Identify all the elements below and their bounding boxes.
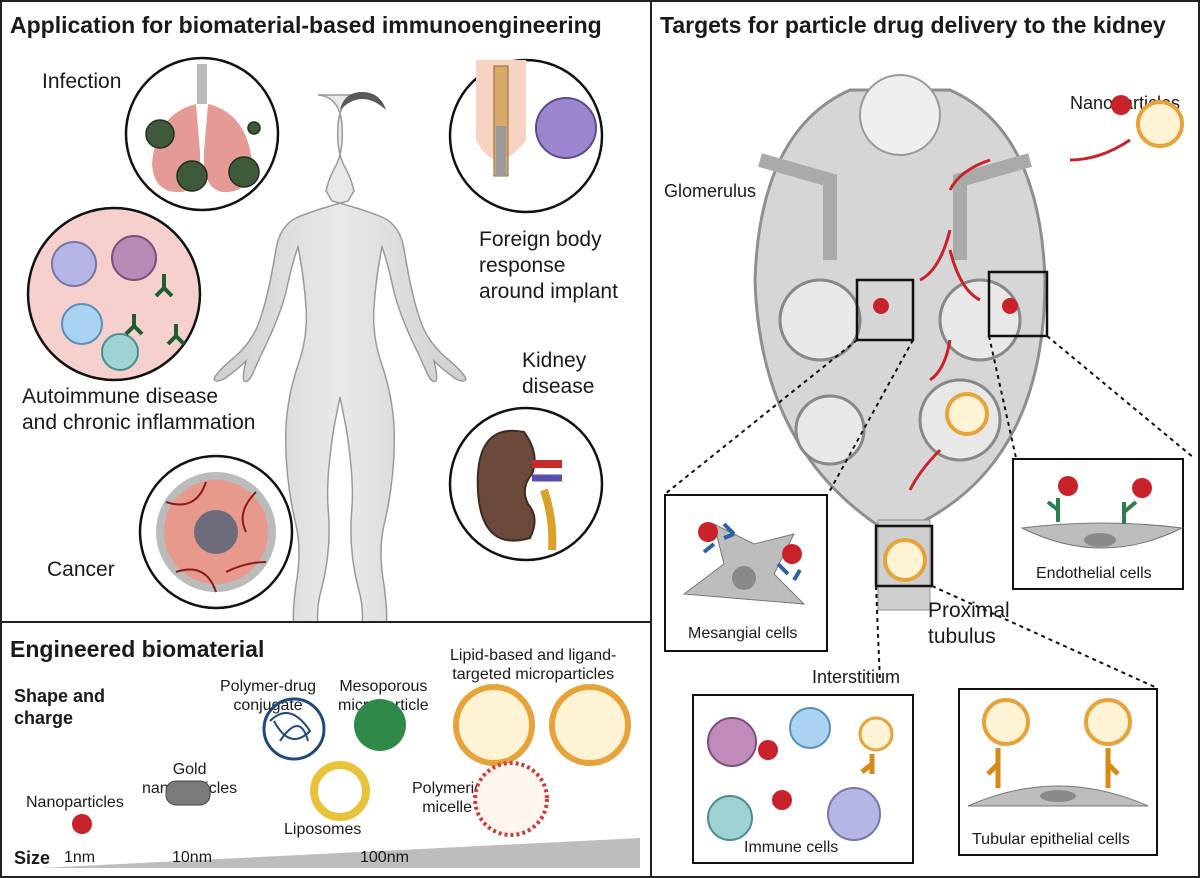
autoimmune-label: Autoimmune disease and chronic inflammat… xyxy=(22,385,256,434)
cancer-illustration xyxy=(138,454,294,610)
size-tick-100nm: 100nm xyxy=(360,849,409,866)
immune-cells-label: Immune cells xyxy=(744,839,839,856)
tubular-epithelial-label: Tubular epithelial cells xyxy=(972,831,1130,848)
mesangial-cells-label: Mesangial cells xyxy=(688,625,798,642)
shape-charge-label: Shape and charge xyxy=(14,686,106,728)
interstitium-label: Interstitium xyxy=(812,667,901,687)
foreign-body-label: Foreign body response around implant xyxy=(479,228,618,303)
size-tick-10nm: 10nm xyxy=(172,849,213,866)
autoimmune-illustration xyxy=(26,206,202,382)
infection-label: Infection xyxy=(42,70,122,93)
polymer-drug-label: Polymer-drug conjugate xyxy=(220,678,317,714)
application-panel-title: Application for biomaterial-based immuno… xyxy=(10,12,602,38)
micelle-label: Polymeric micelle xyxy=(412,780,483,816)
kidney-disease-label: Kidney disease xyxy=(522,349,595,398)
proximal-tubulus-label: Proximal tubulus xyxy=(928,599,1010,648)
tubular-epithelial-illustration xyxy=(967,698,1149,807)
liposomes-label: Liposomes xyxy=(284,821,362,838)
endothelial-cells-illustration xyxy=(1020,476,1184,549)
immune-cells-illustration xyxy=(707,707,894,841)
size-tick-1nm: 1nm xyxy=(64,849,96,866)
kidney-illustration xyxy=(448,406,604,562)
size-label: Size xyxy=(14,848,51,868)
nanoparticles-size-label: Nanoparticles xyxy=(26,794,124,811)
infection-illustration xyxy=(124,56,280,212)
kidney-targets-title: Targets for particle drug delivery to th… xyxy=(660,12,1166,38)
mesangial-cells-illustration xyxy=(682,522,806,605)
biomaterial-particles xyxy=(40,684,640,868)
implant-illustration xyxy=(448,58,604,214)
engineered-biomaterial-panel xyxy=(0,621,652,878)
lipid-microparticles-label: Lipid-based and ligand- targeted micropa… xyxy=(450,647,617,683)
endothelial-cells-label: Endothelial cells xyxy=(1036,565,1152,582)
engineered-biomaterial-title: Engineered biomaterial xyxy=(10,636,265,662)
cancer-label: Cancer xyxy=(47,558,115,581)
glomerulus-label: Glomerulus xyxy=(664,181,757,201)
glomerulus-illustration xyxy=(664,74,1195,689)
endothelial-cells-box xyxy=(1012,458,1184,590)
human-body-figure xyxy=(213,92,467,651)
